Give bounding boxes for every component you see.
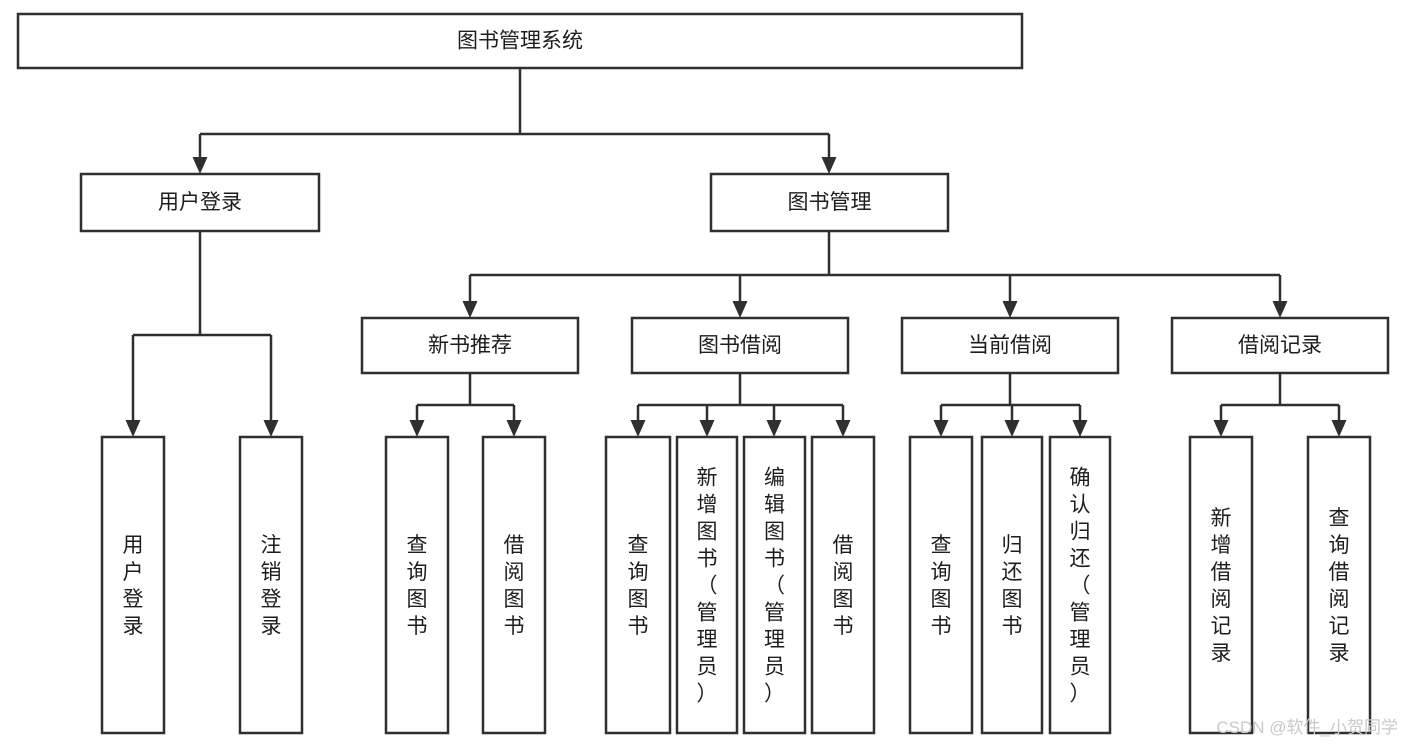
- node-label-leaf9: 查询图书: [931, 534, 952, 638]
- nodes-layer: 图书管理系统用户登录图书管理新书推荐图书借阅当前借阅借阅记录用户登录注销登录查询…: [16, 12, 1390, 735]
- node-box-leaf1[interactable]: [100, 435, 166, 735]
- connector-group-book-manage-children: [462, 231, 1288, 318]
- node-box-l2b[interactable]: [630, 316, 850, 375]
- node-box-leaf8[interactable]: [810, 435, 876, 735]
- node-box-l1a[interactable]: [79, 172, 321, 233]
- node-label-leaf1: 用户登录: [123, 534, 144, 638]
- connector-group-book-borrow-children: [630, 373, 851, 437]
- node-label-leaf3: 查询图书: [407, 534, 428, 638]
- node-label-leaf4: 借阅图书: [504, 534, 525, 638]
- node-box-leaf9[interactable]: [908, 435, 974, 735]
- node-label-l2d: 借阅记录: [1238, 334, 1322, 357]
- node-box-leaf5[interactable]: [604, 435, 672, 735]
- node-label-l1a: 用户登录: [158, 191, 242, 214]
- node-label-leaf5: 查询图书: [628, 534, 649, 638]
- node-box-leaf10[interactable]: [980, 435, 1044, 735]
- node-leaf10[interactable]: 归还图书: [980, 435, 1044, 735]
- node-label-l1b: 图书管理: [788, 191, 872, 214]
- node-l2b[interactable]: 图书借阅: [630, 316, 850, 375]
- node-box-l2a[interactable]: [360, 316, 580, 375]
- node-label-l2c: 当前借阅: [968, 334, 1052, 357]
- node-leaf5[interactable]: 查询图书: [604, 435, 672, 735]
- node-box-leaf2[interactable]: [238, 435, 304, 735]
- connector-group-borrow-record-children: [1213, 373, 1347, 437]
- connector-group-new-book-children: [409, 373, 522, 437]
- connectors-layer: [125, 68, 1347, 437]
- node-label-root: 图书管理系统: [457, 30, 583, 53]
- node-leaf9[interactable]: 查询图书: [908, 435, 974, 735]
- node-box-l2c[interactable]: [900, 316, 1120, 375]
- csdn-watermark: CSDN @软件_小贺同学: [1216, 718, 1398, 737]
- node-leaf13[interactable]: 查询借阅记录: [1306, 435, 1372, 735]
- node-label-leaf6: 新增图书（管理员）: [697, 467, 718, 706]
- node-label-leaf7: 编辑图书（管理员）: [764, 467, 785, 706]
- node-box-leaf6[interactable]: [675, 435, 739, 735]
- node-box-leaf12[interactable]: [1188, 435, 1254, 735]
- node-l2d[interactable]: 借阅记录: [1170, 316, 1390, 375]
- node-box-leaf4[interactable]: [481, 435, 547, 735]
- node-root[interactable]: 图书管理系统: [16, 12, 1024, 70]
- connector-group-current-borrow-children: [933, 373, 1088, 437]
- node-box-root[interactable]: [16, 12, 1024, 70]
- node-leaf8[interactable]: 借阅图书: [810, 435, 876, 735]
- node-label-l2a: 新书推荐: [428, 334, 512, 357]
- node-label-leaf2: 注销登录: [261, 534, 282, 638]
- node-l2c[interactable]: 当前借阅: [900, 316, 1120, 375]
- node-leaf12[interactable]: 新增借阅记录: [1188, 435, 1254, 735]
- node-leaf4[interactable]: 借阅图书: [481, 435, 547, 735]
- node-label-leaf12: 新增借阅记录: [1211, 507, 1232, 665]
- connector-group-user-login-children: [125, 231, 279, 437]
- node-box-leaf13[interactable]: [1306, 435, 1372, 735]
- node-l2a[interactable]: 新书推荐: [360, 316, 580, 375]
- node-box-leaf11[interactable]: [1048, 435, 1112, 735]
- node-label-leaf10: 归还图书: [1002, 534, 1023, 638]
- node-box-leaf3[interactable]: [384, 435, 450, 735]
- node-label-leaf11: 确认归还（管理员）: [1070, 467, 1091, 706]
- connector-group-root-children: [192, 68, 837, 174]
- node-label-leaf13: 查询借阅记录: [1329, 507, 1350, 665]
- node-box-l1b[interactable]: [709, 172, 950, 233]
- node-leaf3[interactable]: 查询图书: [384, 435, 450, 735]
- node-leaf1[interactable]: 用户登录: [100, 435, 166, 735]
- node-box-leaf7[interactable]: [742, 435, 807, 735]
- node-leaf2[interactable]: 注销登录: [238, 435, 304, 735]
- node-box-l2d[interactable]: [1170, 316, 1390, 375]
- node-l1a[interactable]: 用户登录: [79, 172, 321, 233]
- node-leaf6[interactable]: 新增图书（管理员）: [675, 435, 739, 735]
- node-leaf11[interactable]: 确认归还（管理员）: [1048, 435, 1112, 735]
- node-leaf7[interactable]: 编辑图书（管理员）: [742, 435, 807, 735]
- node-label-l2b: 图书借阅: [698, 334, 782, 357]
- node-l1b[interactable]: 图书管理: [709, 172, 950, 233]
- node-label-leaf8: 借阅图书: [833, 534, 854, 638]
